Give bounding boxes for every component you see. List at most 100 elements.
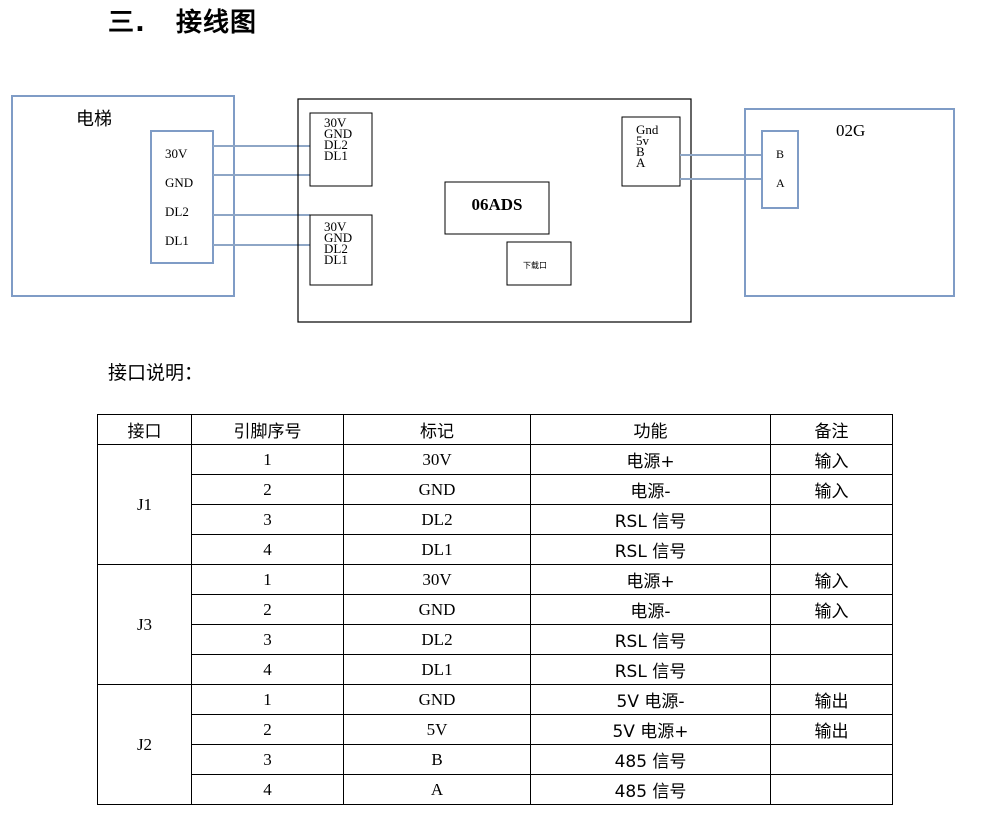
function-cell: 5V 电源- — [530, 684, 771, 715]
table-row: 2 GND 电源- 输入 — [98, 474, 893, 505]
pin-cell: 3 — [191, 624, 344, 655]
table-row: 4 DL1 RSL 信号 — [98, 654, 893, 685]
pin-cell: 4 — [191, 534, 344, 565]
mark-cell: 30V — [343, 444, 531, 475]
device-pin-label: A — [636, 155, 646, 170]
interface-description-label: 接口说明： — [108, 362, 204, 384]
elevator-title: 电梯 — [76, 109, 112, 130]
note-cell: 输出 — [770, 684, 893, 715]
device-pin-label: DL2 — [324, 137, 348, 152]
device-box — [297, 98, 692, 323]
function-cell: 485 信号 — [530, 744, 771, 775]
table-row: 3 B 485 信号 — [98, 744, 893, 775]
device-connector-right — [621, 116, 681, 187]
section-heading: 三. 接线图 — [108, 8, 258, 38]
elevator-pin-label: GND — [165, 175, 193, 190]
port-cell: J1 — [97, 444, 192, 565]
device-connector-top — [309, 112, 373, 187]
mark-cell: DL2 — [343, 624, 531, 655]
device-pin-label: B — [636, 144, 645, 159]
table-row: 3 DL2 RSL 信号 — [98, 504, 893, 535]
function-cell: 电源- — [530, 594, 771, 625]
port-cell: J2 — [97, 684, 192, 805]
download-port-label: 下载口 — [523, 260, 547, 270]
module-pin-label: A — [776, 176, 785, 190]
module-title: 02G — [836, 121, 865, 140]
mark-cell: GND — [343, 594, 531, 625]
device-name-box — [444, 181, 550, 235]
table-row: 4 DL1 RSL 信号 — [98, 534, 893, 565]
elevator-connector — [150, 130, 214, 264]
elevator-pin-label: 30V — [165, 146, 188, 161]
elevator-wires — [213, 145, 310, 246]
mark-cell: B — [343, 744, 531, 775]
table-row: 4 A 485 信号 — [98, 774, 893, 805]
note-cell — [770, 504, 893, 535]
mark-cell: GND — [343, 684, 531, 715]
note-cell: 输出 — [770, 714, 893, 745]
note-cell: 输入 — [770, 444, 893, 475]
note-cell: 输入 — [770, 594, 893, 625]
pin-cell: 2 — [191, 594, 344, 625]
note-cell — [770, 654, 893, 685]
pin-cell: 1 — [191, 444, 344, 475]
function-cell: RSL 信号 — [530, 504, 771, 535]
pin-cell: 4 — [191, 774, 344, 805]
mark-cell: A — [343, 774, 531, 805]
mark-cell: 5V — [343, 714, 531, 745]
header-port: 接口 — [97, 414, 192, 445]
elevator-pin-label: DL1 — [165, 233, 189, 248]
device-pin-label: 30V — [324, 219, 347, 234]
pin-table: 接口 引脚序号 标记 功能 备注 J1 1 30V 电源+ 输入 2 GND 电… — [97, 414, 893, 805]
pin-cell: 2 — [191, 714, 344, 745]
module-connector — [761, 130, 799, 209]
device-pin-label: DL1 — [324, 252, 348, 267]
device-pin-label: 30V — [324, 115, 347, 130]
function-cell: 电源+ — [530, 564, 771, 595]
header-note: 备注 — [770, 414, 893, 445]
function-cell: 485 信号 — [530, 774, 771, 805]
elevator-box — [11, 95, 235, 297]
note-cell — [770, 774, 893, 805]
module-box — [744, 108, 955, 297]
note-cell: 输入 — [770, 474, 893, 505]
note-cell — [770, 624, 893, 655]
table-row: 2 GND 电源- 输入 — [98, 594, 893, 625]
device-pin-label: DL2 — [324, 241, 348, 256]
elevator-pin-label: DL2 — [165, 204, 189, 219]
note-cell — [770, 744, 893, 775]
mark-cell: DL1 — [343, 654, 531, 685]
function-cell: RSL 信号 — [530, 624, 771, 655]
mark-cell: GND — [343, 474, 531, 505]
function-cell: RSL 信号 — [530, 654, 771, 685]
device-pin-label: 5v — [636, 133, 650, 148]
device-connector-bottom — [309, 214, 373, 286]
device-pin-label: GND — [324, 230, 352, 245]
port-cell: J3 — [97, 564, 192, 685]
function-cell: 电源- — [530, 474, 771, 505]
device-pin-label: DL1 — [324, 148, 348, 163]
function-cell: 电源+ — [530, 444, 771, 475]
table-row: 3 DL2 RSL 信号 — [98, 624, 893, 655]
note-cell: 输入 — [770, 564, 893, 595]
table-row: J1 1 30V 电源+ 输入 — [97, 444, 893, 565]
module-pin-label: B — [776, 147, 784, 161]
note-cell — [770, 534, 893, 565]
device-name: 06ADS — [471, 195, 522, 214]
pin-cell: 4 — [191, 654, 344, 685]
header-function: 功能 — [530, 414, 771, 445]
mark-cell: 30V — [343, 564, 531, 595]
function-cell: 5V 电源+ — [530, 714, 771, 745]
header-pin: 引脚序号 — [191, 414, 344, 445]
pin-cell: 3 — [191, 744, 344, 775]
device-pin-label: GND — [324, 126, 352, 141]
pin-cell: 2 — [191, 474, 344, 505]
pin-cell: 1 — [191, 684, 344, 715]
device-pin-label: Gnd — [636, 122, 659, 137]
download-port-box — [506, 241, 572, 286]
wiring-diagram: 电梯 30V GND DL2 DL1 30V GND DL2 DL1 30V G… — [11, 95, 955, 323]
mark-cell: DL2 — [343, 504, 531, 535]
table-row: 2 5V 5V 电源+ 输出 — [98, 714, 893, 745]
pin-cell: 3 — [191, 504, 344, 535]
table-row: J3 1 30V 电源+ 输入 — [97, 564, 893, 685]
